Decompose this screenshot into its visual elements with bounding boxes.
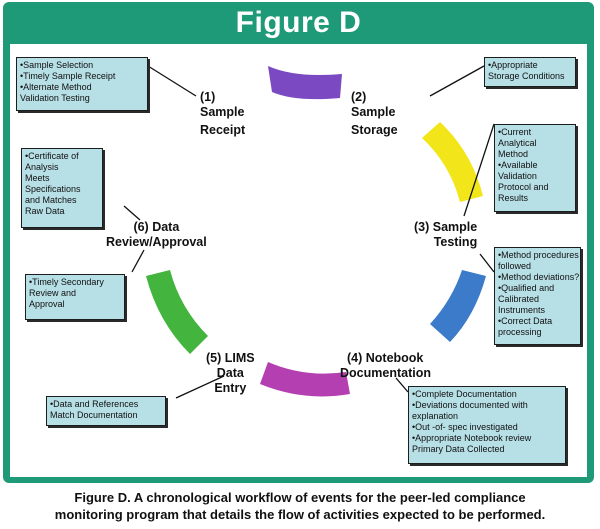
note-line: •Appropriate Notebook review [412, 433, 532, 443]
stage-number: (2) [351, 90, 367, 104]
note-line: Approval [29, 299, 65, 309]
note-line: Storage Conditions [488, 71, 565, 81]
note-line: •Method deviations? [498, 272, 580, 282]
note-line: •Available [498, 160, 538, 170]
note-line: •Alternate Method [20, 82, 92, 92]
note-line: •Deviations documented with [412, 400, 528, 410]
stage-sample-testing: (3) Sample Testing [414, 220, 477, 250]
note-notebook-documentation: •Complete Documentation •Deviations docu… [408, 386, 566, 464]
stage-sample-receipt: (1) Sample Receipt [200, 90, 245, 138]
caption-line: monitoring program that details the flow… [54, 507, 546, 522]
stage-label: Sample [200, 105, 245, 119]
note-sample-receipt: •Sample Selection •Timely Sample Receipt… [16, 57, 148, 111]
note-line: •Appropriate [488, 60, 538, 70]
diagram-panel: •Sample Selection •Timely Sample Receipt… [10, 44, 587, 477]
note-line: Specifications [25, 184, 81, 194]
arc-notebook-documentation [260, 362, 350, 397]
note-line: •Qualified and [498, 283, 555, 293]
stage-number: (4) Notebook [347, 351, 424, 365]
note-line: Analysis [25, 162, 59, 172]
note-line: •Correct Data [498, 316, 553, 326]
note-line: followed [498, 261, 532, 271]
stage-label: Documentation [340, 366, 431, 380]
note-line: Results [498, 193, 529, 203]
note-review-certificate: •Certificate of Analysis Meets Specifica… [21, 148, 103, 228]
stage-label: Testing [433, 235, 478, 249]
note-line: Primary Data Collected [412, 444, 505, 454]
note-line: Review and [29, 288, 77, 298]
note-line: •Current [498, 127, 532, 137]
stage-label: Data [216, 366, 244, 380]
note-line: Calibrated [498, 294, 540, 304]
arc-sample-testing [430, 270, 486, 342]
note-line: •Sample Selection [20, 60, 94, 70]
note-line: •Data and References [50, 399, 139, 409]
stage-number: (6) Data [133, 220, 180, 234]
note-sample-testing-checks: •Method procedures followed •Method devi… [494, 247, 581, 345]
stage-number: (5) LIMS [206, 351, 255, 365]
note-lims-data-entry: •Data and References Match Documentation [46, 396, 166, 426]
note-line: •Certificate of [25, 151, 79, 161]
stage-label: Review/Approval [106, 235, 207, 249]
note-line: Analytical [498, 138, 537, 148]
note-line: Instruments [498, 305, 546, 315]
stage-sample-storage: (2) Sample Storage [351, 90, 398, 138]
stage-label: Storage [351, 123, 398, 137]
note-line: Validation [498, 171, 537, 181]
note-line: Meets [25, 173, 50, 183]
note-sample-storage: •Appropriate Storage Conditions [484, 57, 576, 87]
leader-lines [123, 65, 495, 399]
note-line: explanation [412, 411, 459, 421]
stage-number: (3) Sample [414, 220, 478, 234]
note-line: Method [498, 149, 529, 159]
stage-label: Entry [214, 381, 247, 395]
stage-label: Sample [351, 105, 396, 119]
note-line: •Complete Documentation [412, 389, 517, 399]
note-line: Validation Testing [20, 93, 90, 103]
note-line: •Out -of- spec investigated [412, 422, 518, 432]
note-sample-testing-inputs: •Current Analytical Method •Available Va… [494, 124, 576, 212]
arc-sample-receipt [268, 66, 342, 100]
note-line: •Timely Sample Receipt [20, 71, 116, 81]
note-line: Match Documentation [50, 410, 138, 420]
note-line: •Timely Secondary [29, 277, 104, 287]
figure-frame: Figure D •Sample Selection • [3, 2, 594, 483]
note-line: Protocol and [498, 182, 549, 192]
stage-notebook-documentation: (4) Notebook Documentation [340, 351, 431, 381]
stage-number: (1) [200, 90, 216, 104]
stage-data-review-approval: (6) Data Review/Approval [106, 220, 207, 250]
arc-review-approval [146, 270, 208, 354]
caption-line: Figure D. A chronological workflow of ev… [74, 490, 526, 505]
note-line: processing [498, 327, 542, 337]
arc-sample-storage [422, 122, 483, 202]
stage-lims-data-entry: (5) LIMS Data Entry [206, 351, 255, 396]
stage-label: Receipt [200, 123, 246, 137]
workflow-wheel [123, 65, 495, 399]
note-review-secondary: •Timely Secondary Review and Approval [25, 274, 125, 320]
note-line: •Method procedures [498, 250, 579, 260]
note-line: Raw Data [25, 206, 65, 216]
figure-caption: Figure D. A chronological workflow of ev… [0, 489, 600, 523]
figure-title: Figure D [235, 6, 362, 39]
note-line: and Matches [25, 195, 77, 205]
